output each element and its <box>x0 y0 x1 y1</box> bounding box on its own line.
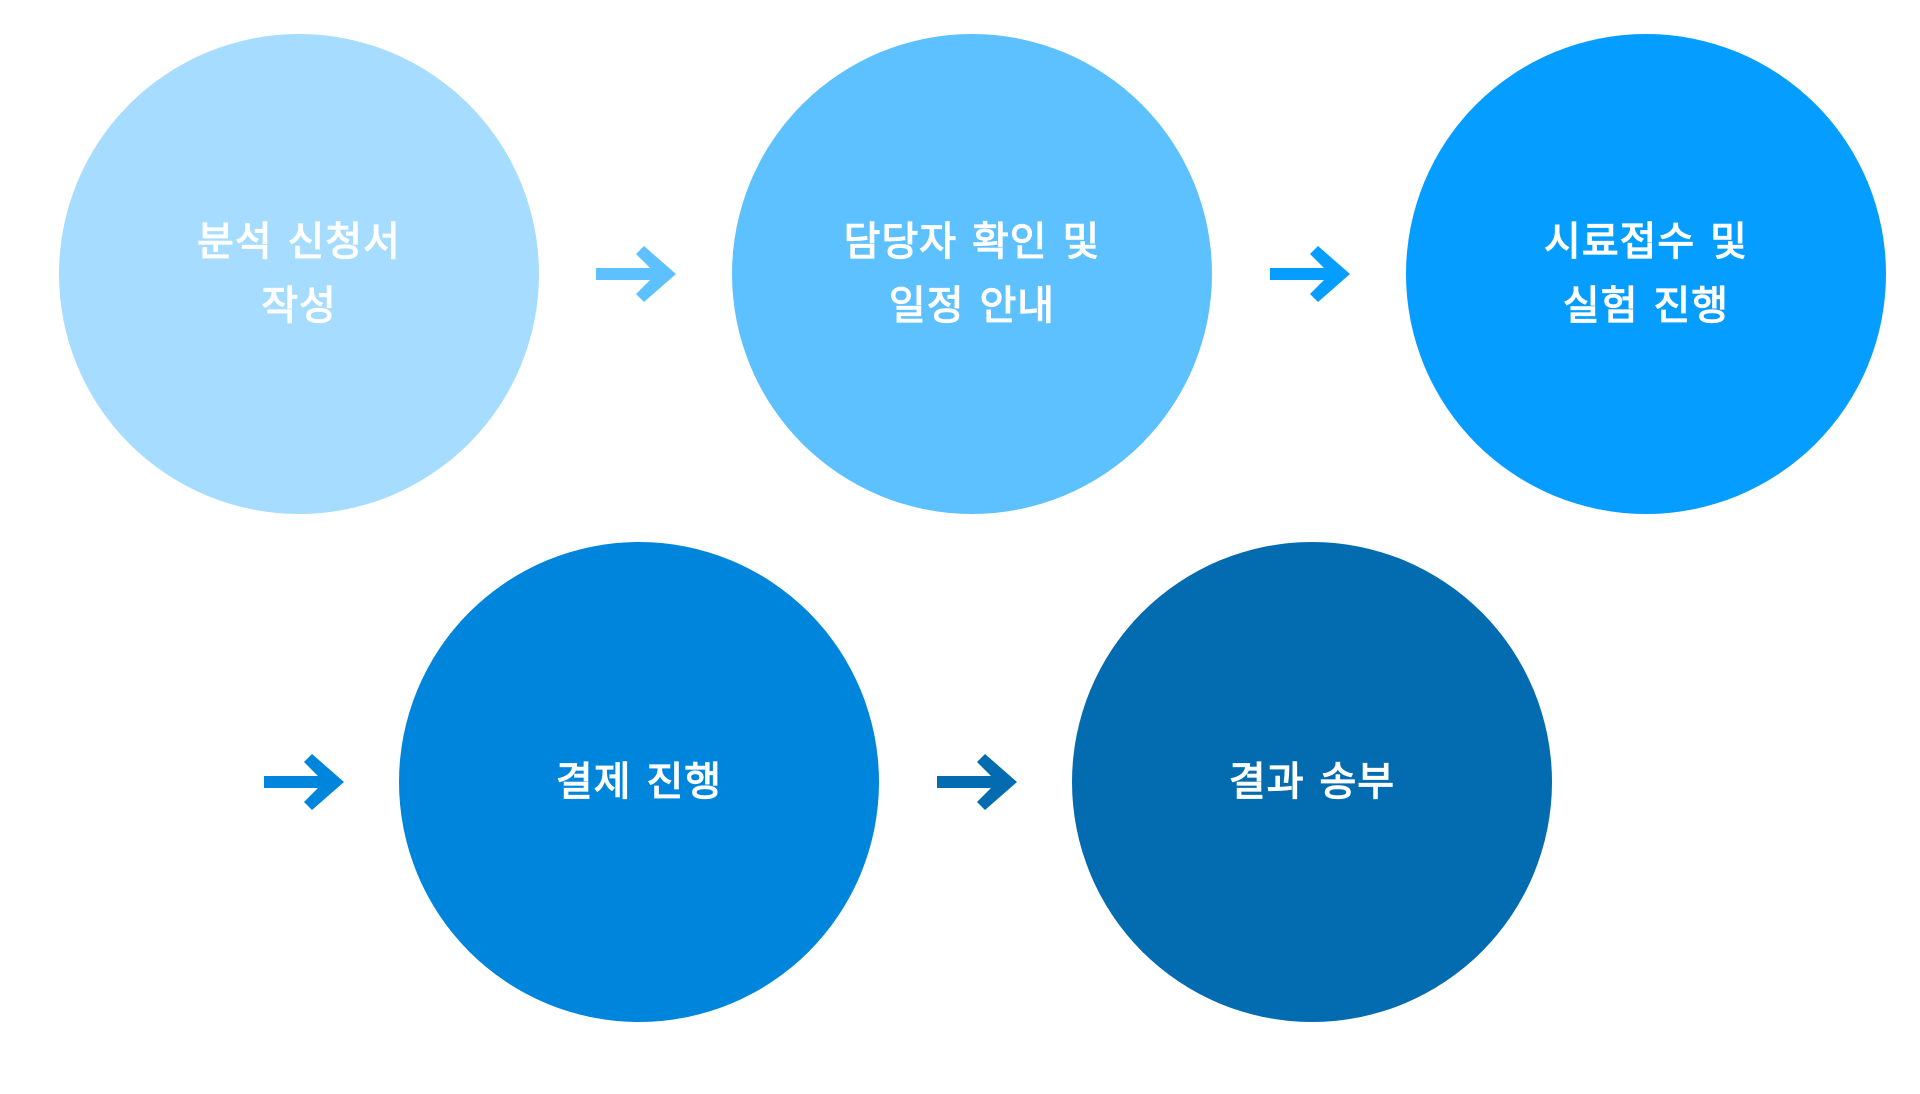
step-3-circle: 시료접수 및 실험 진행 <box>1406 34 1886 514</box>
step-1-circle: 분석 신청서 작성 <box>59 34 539 514</box>
step-4-label: 결제 진행 <box>555 759 723 805</box>
arrow-right-icon <box>594 244 678 304</box>
step-3-label: 시료접수 및 실험 진행 <box>1544 219 1748 329</box>
step-5-circle: 결과 송부 <box>1072 542 1552 1022</box>
step-2-circle: 담당자 확인 및 일정 안내 <box>732 34 1212 514</box>
arrow-right-icon <box>1268 244 1352 304</box>
step-2-label: 담당자 확인 및 일정 안내 <box>843 219 1101 329</box>
step-5-label: 결과 송부 <box>1228 759 1396 805</box>
step-1-label: 분석 신청서 작성 <box>197 219 401 329</box>
arrow-right-icon <box>262 752 346 812</box>
step-4-circle: 결제 진행 <box>399 542 879 1022</box>
arrow-right-icon <box>935 752 1019 812</box>
